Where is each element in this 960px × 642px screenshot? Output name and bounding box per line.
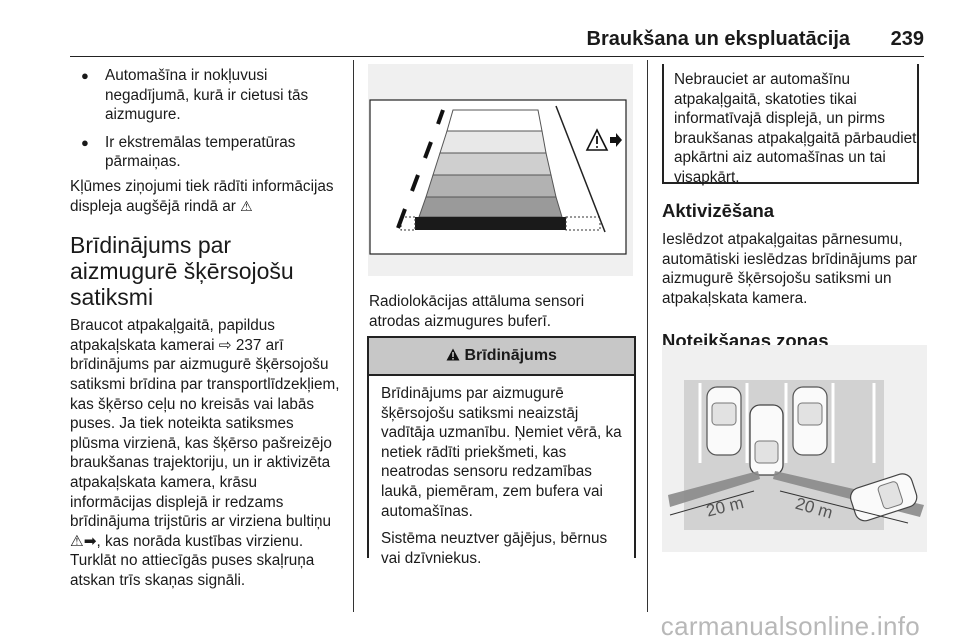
warning-box-body: Brīdinājums par aizmugurē šķērsojošu sat…: [369, 376, 634, 568]
caution-note-box: Nebrauciet ar automašīnu atpakaļgaitā, s…: [662, 64, 919, 186]
caption-text: Radiolokācijas attāluma sensori atrodas …: [369, 293, 585, 330]
figure-caption: Radiolokācijas attāluma sensori atrodas …: [369, 292, 634, 331]
chapter-title: Braukšana un ekspluatācija: [586, 28, 850, 50]
body-text: arī brīdinājums par aizmugurē šķērsojošu…: [70, 336, 340, 531]
rear-camera-display-illustration: [368, 64, 633, 276]
warning-box-title: Brīdinājums: [464, 347, 557, 364]
warning-triangle-icon: [446, 348, 460, 361]
watermark: carmanualsonline.info: [660, 611, 920, 641]
activation-body: Ieslēdzot atpakaļgaitas pārnesumu, autom…: [662, 231, 918, 307]
display-figure: [368, 64, 633, 276]
error-note-text: Kļūmes ziņojumi tiek rādīti informācijas…: [70, 177, 334, 215]
right-column: Aktivizēšana Ieslēdzot atpakaļgaitas pār…: [662, 200, 927, 360]
body-text: Braucot atpakaļgaitā, papildus atpakaļsk…: [70, 317, 275, 354]
warning-paragraph: Brīdinājums par aizmugurē šķērsojošu sat…: [381, 385, 622, 520]
warning-arrow-icon: ⚠➡: [70, 532, 97, 550]
page-header: Braukšana un ekspluatācija 239: [0, 0, 960, 57]
column-divider-right: [647, 60, 648, 612]
condition-list: Automašīna ir nokļuvusi negadījumā, kurā…: [70, 66, 340, 172]
list-item: Automašīna ir nokļuvusi negadījumā, kurā…: [70, 66, 340, 125]
column-divider-left: [353, 60, 354, 612]
section-heading: Brīdinājums par aizmugurē šķērsojošu sat…: [70, 232, 294, 311]
detection-zones-illustration: 20 m 20 m: [662, 345, 927, 552]
error-note: Kļūmes ziņojumi tiek rādīti informācijas…: [70, 177, 340, 216]
page-ref-link[interactable]: 237: [235, 336, 262, 354]
body-text: , kas norāda kustības virzienu. Turklāt …: [70, 532, 315, 589]
section-body: Braucot atpakaļgaitā, papildus atpakaļsk…: [70, 316, 340, 590]
warning-triangle-icon: ⚠: [240, 197, 253, 214]
detection-zones-figure: 20 m 20 m: [662, 345, 927, 552]
warning-paragraph: Sistēma neuztver gājējus, bērnus vai dzī…: [381, 530, 608, 567]
caution-note-text: Nebrauciet ar automašīnu atpakaļgaitā, s…: [674, 71, 917, 186]
list-item: Ir ekstremālas temperatūras pārmaiņas.: [70, 133, 340, 172]
page-number: 239: [890, 28, 924, 50]
header-divider: [70, 56, 924, 57]
activation-heading: Aktivizēšana: [662, 200, 775, 221]
left-column: Automašīna ir nokļuvusi negadījumā, kurā…: [70, 66, 340, 590]
warning-box: Brīdinājums Brīdinājums par aizmugurē šķ…: [367, 336, 636, 567]
warning-box-header: Brīdinājums: [369, 336, 634, 376]
page-ref-arrow-icon: ⇨: [218, 336, 232, 354]
